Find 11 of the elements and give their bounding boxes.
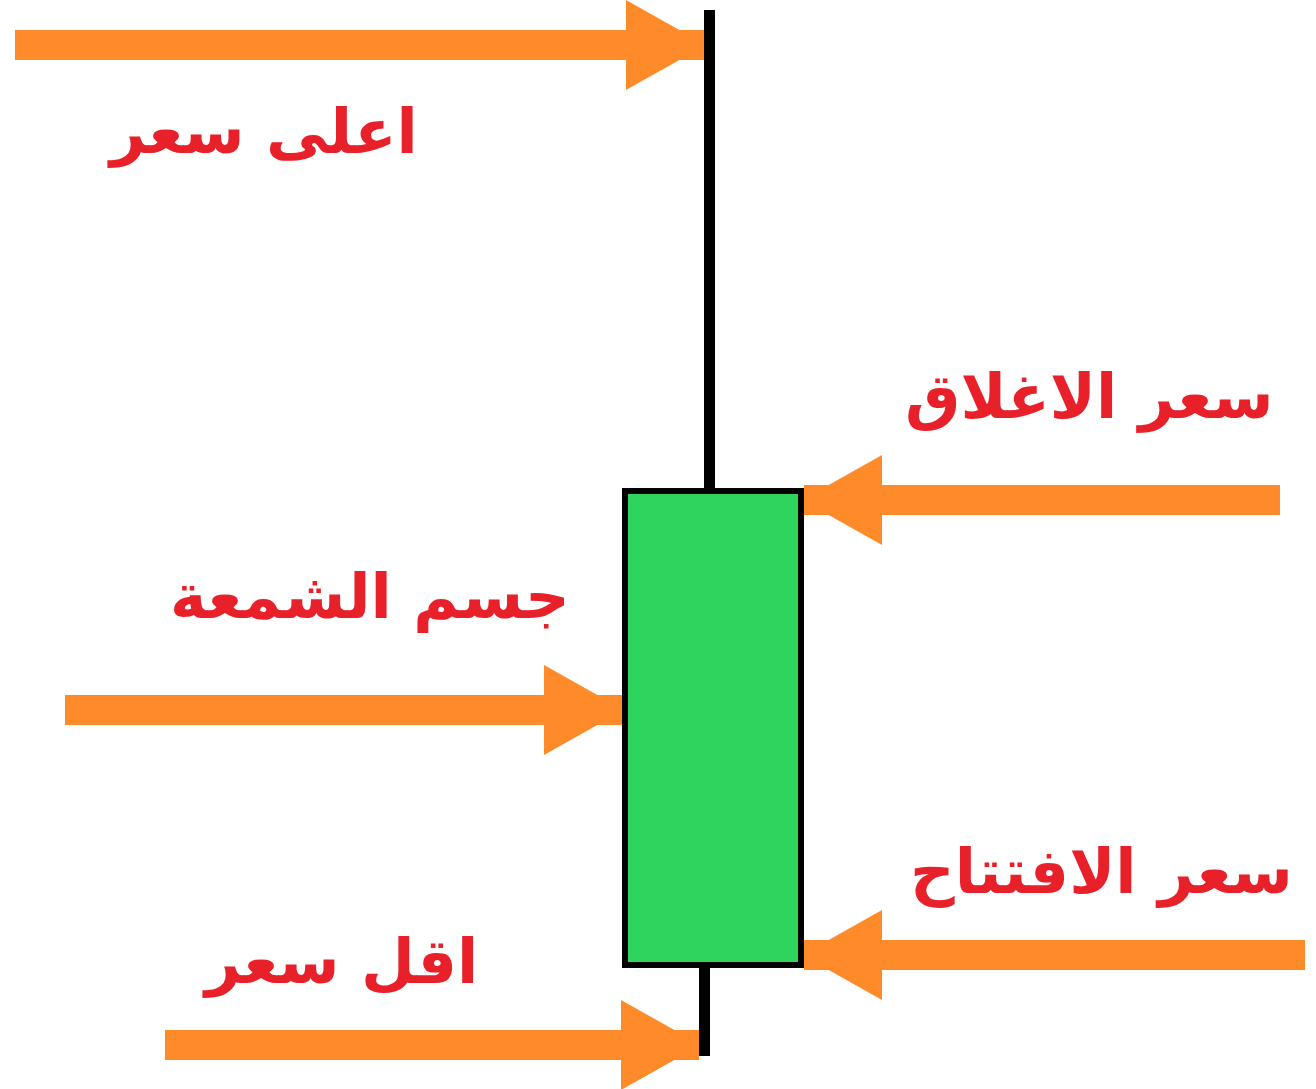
arrow xyxy=(802,455,1280,545)
arrow xyxy=(15,0,706,90)
edge-label: سعر الاغلاق xyxy=(905,360,1274,435)
candle-wick xyxy=(699,968,710,1056)
candle-body xyxy=(622,488,804,968)
arrow xyxy=(802,910,1305,1000)
arrow xyxy=(65,665,624,755)
arrow xyxy=(165,1000,701,1089)
edge-label: سعر الافتتاح xyxy=(910,835,1293,910)
edge-label: جسم الشمعة xyxy=(170,560,570,635)
candle-wick xyxy=(704,10,715,488)
